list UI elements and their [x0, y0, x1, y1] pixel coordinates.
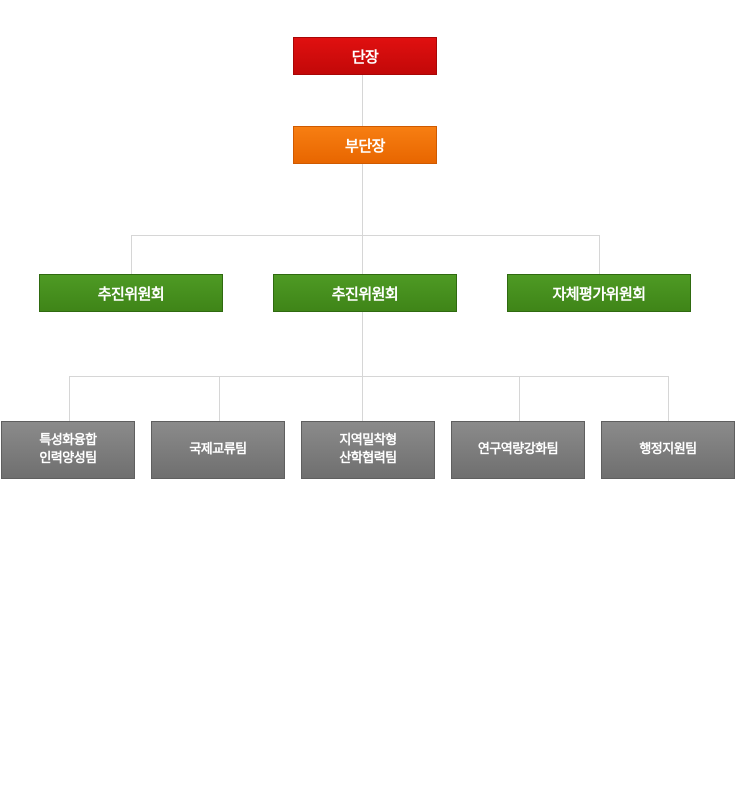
team-label-line1: 특성화융합	[39, 433, 97, 448]
team-label-line1: 연구역량강화팀	[477, 442, 559, 457]
team-box-industry-academia: 지역밀착형 산학협력팀	[301, 421, 435, 479]
team-label-line1: 국제교류팀	[189, 442, 247, 457]
team-box-convergence: 특성화융합 인력양성팀	[1, 421, 135, 479]
committee-box-self-evaluation: 자체평가위원회	[507, 274, 691, 312]
team-label-line2: 산학협력팀	[339, 451, 397, 466]
connector-head-to-deputy	[362, 74, 363, 126]
committee-box-promotion-2: 추진위원회	[273, 274, 457, 312]
team-box-international: 국제교류팀	[151, 421, 285, 479]
team-label-line2: 인력양성팀	[39, 451, 97, 466]
connector-team-bar	[69, 376, 669, 377]
connector-committee-3	[599, 235, 600, 274]
committee-label: 자체평가위원회	[552, 284, 646, 303]
head-box: 단장	[293, 37, 437, 75]
connector-deputy-trunk	[362, 163, 363, 274]
committee-label: 추진위원회	[97, 284, 165, 303]
committee-box-promotion-1: 추진위원회	[39, 274, 223, 312]
deputy-head-label: 부단장	[345, 136, 385, 155]
connector-committee-bar	[131, 235, 600, 236]
team-box-admin: 행정지원팀	[601, 421, 735, 479]
connector-committee-1	[131, 235, 132, 274]
connector-team-1	[69, 376, 70, 421]
connector-team-5	[668, 376, 669, 421]
connector-team-2	[219, 376, 220, 421]
team-label-line1: 지역밀착형	[339, 433, 397, 448]
team-box-research: 연구역량강화팀	[451, 421, 585, 479]
head-label: 단장	[351, 47, 379, 66]
deputy-head-box: 부단장	[293, 126, 437, 164]
connector-committee-to-teams	[362, 311, 363, 421]
committee-label: 추진위원회	[331, 284, 399, 303]
connector-team-4	[519, 376, 520, 421]
team-label-line1: 행정지원팀	[639, 442, 697, 457]
